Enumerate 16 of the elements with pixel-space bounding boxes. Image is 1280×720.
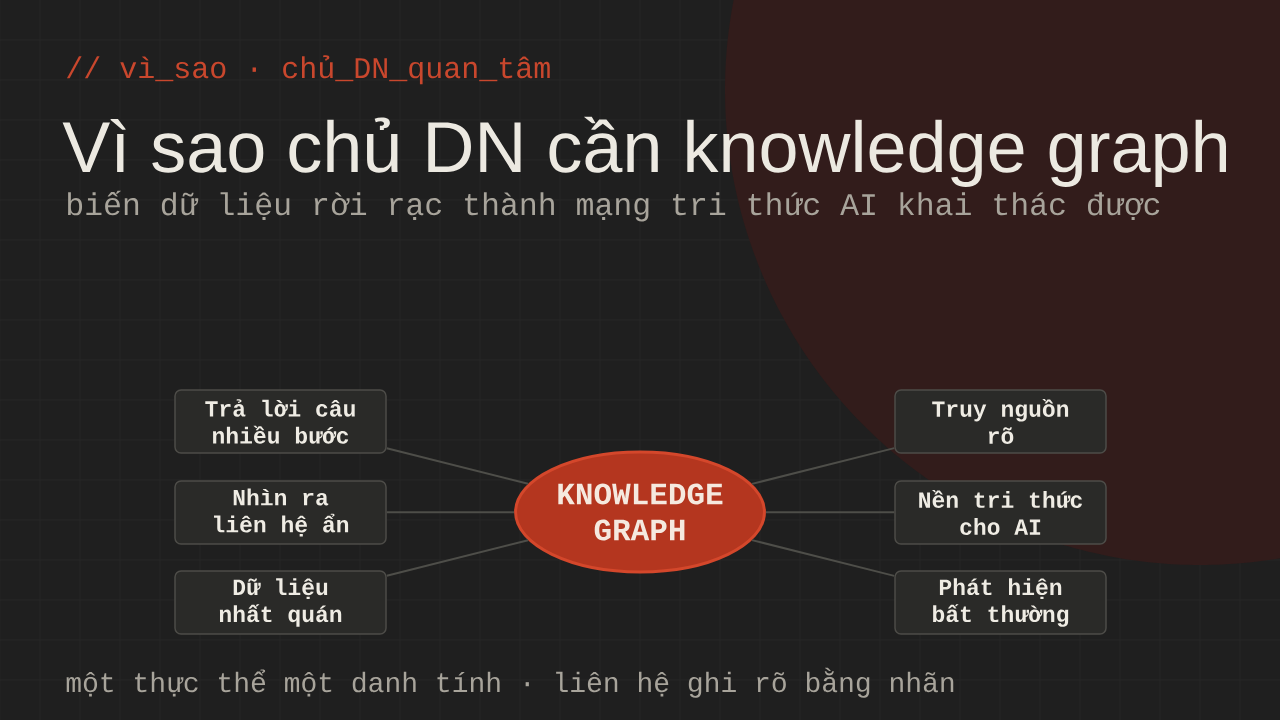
label-box: Truy nguồn rõ — [894, 389, 1107, 454]
label-box: Phát hiện bất thường — [894, 570, 1107, 635]
connector-line — [385, 511, 516, 514]
connector-line — [751, 539, 896, 577]
connector-line — [385, 539, 530, 577]
label-box: Nền tri thức cho AI — [894, 480, 1107, 545]
title: Vì sao chủ DN cần knowledge graph — [62, 116, 1226, 187]
kicker-label: // vì_sao · chủ_DN_quan_tâm — [66, 55, 550, 85]
subtitle: biến dữ liệu rời rạc thành mạng tri thức AI khai thác được — [68, 190, 1160, 222]
label-box: Nhìn ra liên hệ ẩn — [174, 480, 387, 545]
connector-line — [751, 447, 896, 485]
connector-line — [764, 511, 896, 514]
label-box: Dữ liệu nhất quán — [174, 570, 387, 635]
label-box: Trả lời câu nhiều bước — [174, 389, 387, 454]
connector-line — [385, 447, 530, 485]
footer-note: một thực thể một danh tính · liên hệ ghi rõ bằng nhãn — [66, 667, 954, 698]
